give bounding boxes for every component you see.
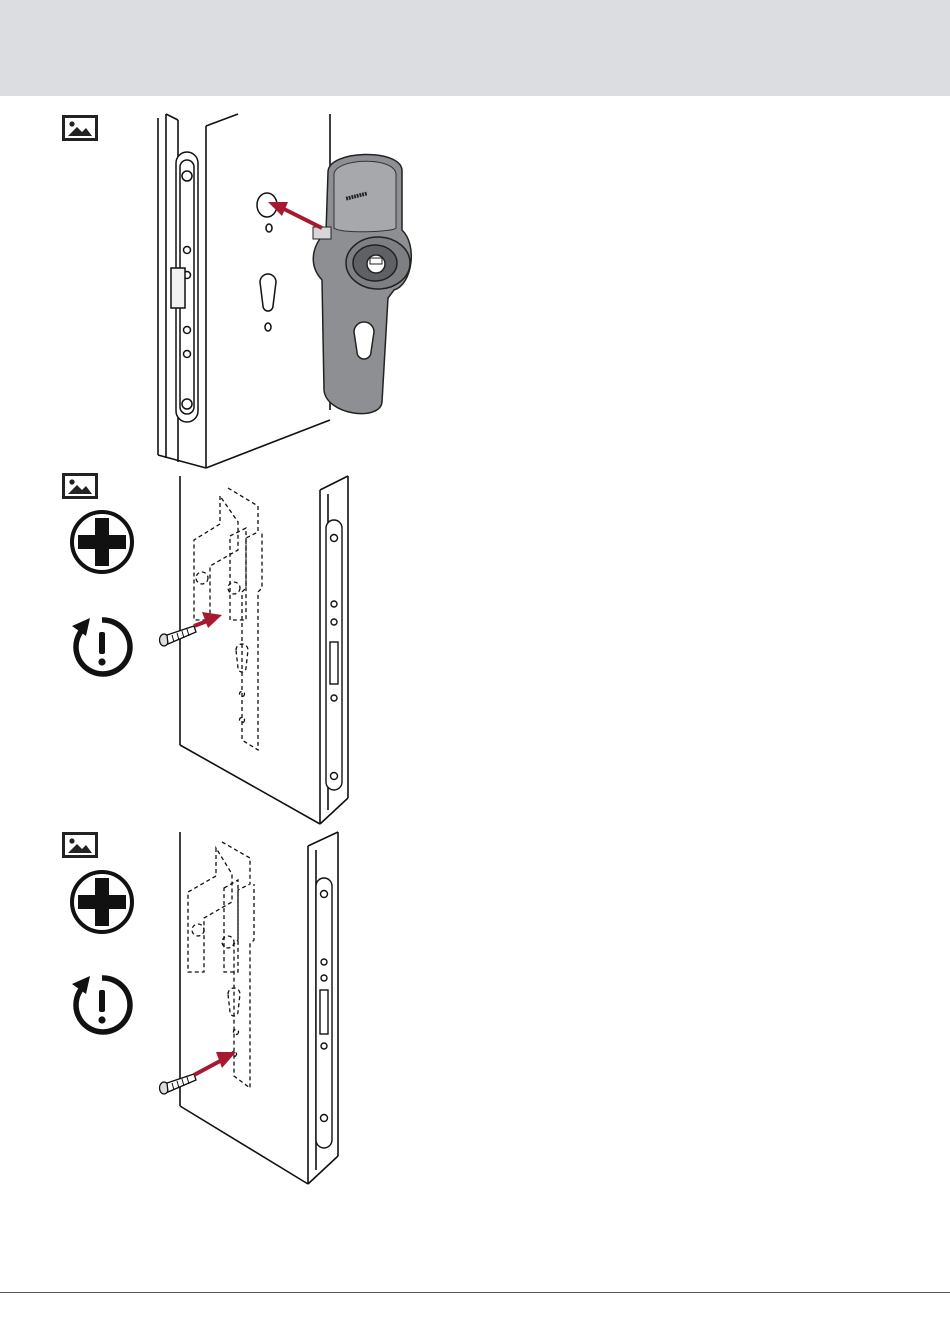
dashed-lock-outline bbox=[194, 488, 262, 750]
image-icon bbox=[62, 115, 98, 141]
dashed-lock-outline bbox=[188, 842, 254, 1088]
screw bbox=[160, 626, 197, 646]
screw-upper-illustration bbox=[150, 470, 360, 830]
lock-faceplate bbox=[171, 152, 198, 422]
insert-arrow bbox=[268, 202, 322, 228]
door-panel bbox=[180, 832, 338, 1184]
edge-faceplate bbox=[326, 520, 342, 790]
screw-arrow bbox=[194, 1052, 236, 1075]
door-panel bbox=[180, 476, 348, 824]
screw-lower-illustration bbox=[150, 826, 350, 1190]
image-icon bbox=[62, 473, 98, 499]
door-handle-illustration: ▮▮▮▮▮▮▮▮ bbox=[150, 110, 415, 470]
footer-rule bbox=[0, 1292, 950, 1293]
torque-caution-icon bbox=[68, 970, 136, 1038]
phillips-screwdriver-icon bbox=[68, 508, 136, 576]
edge-faceplate bbox=[316, 878, 332, 1148]
header-band bbox=[0, 0, 950, 96]
handle-assembly: ▮▮▮▮▮▮▮▮ bbox=[313, 154, 411, 413]
door-holes bbox=[257, 193, 277, 331]
phillips-screwdriver-icon bbox=[68, 868, 136, 936]
screw bbox=[160, 1074, 197, 1094]
image-icon bbox=[62, 832, 98, 858]
torque-caution-icon bbox=[68, 612, 136, 680]
